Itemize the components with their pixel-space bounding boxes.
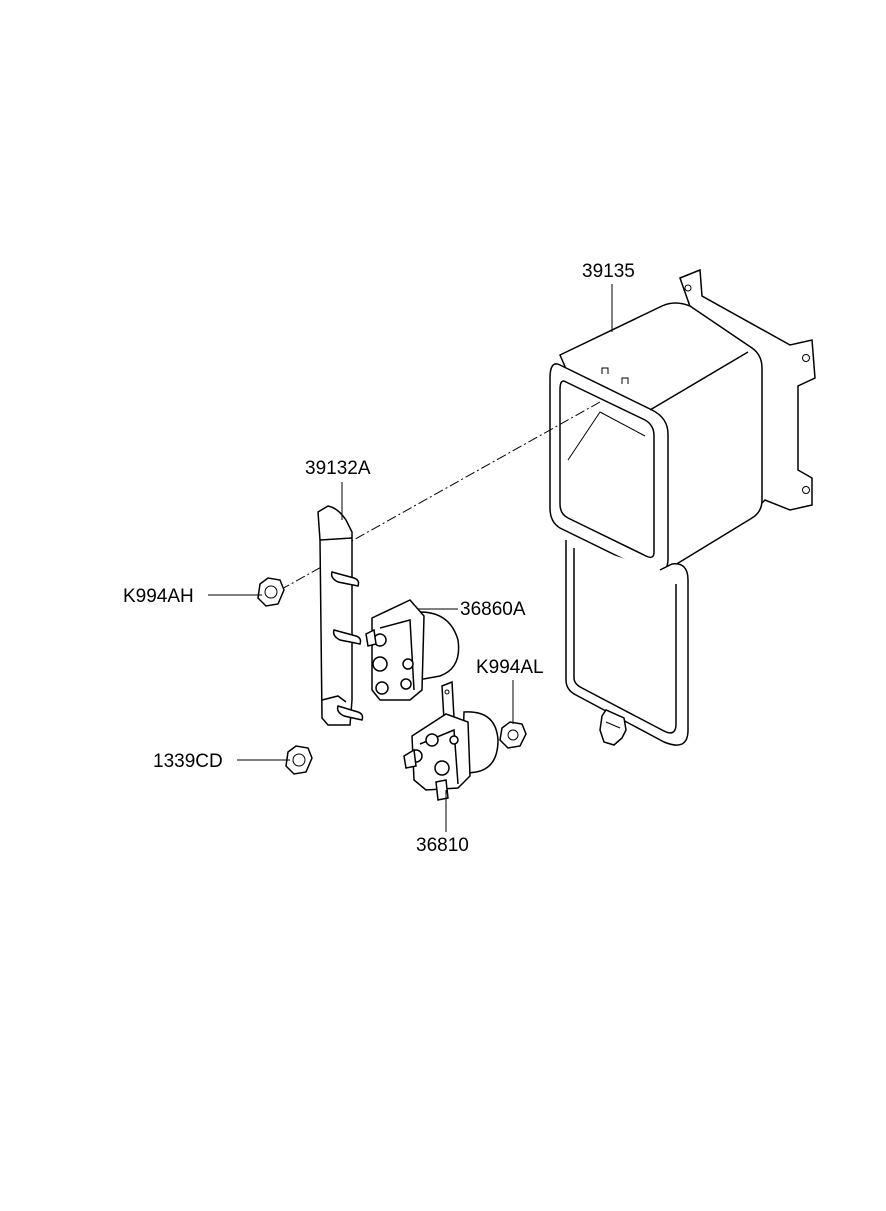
relay-box-lower-tray[interactable] [565,540,689,746]
label-36810: 36810 [416,835,469,856]
relay-box-cover[interactable] [549,268,816,575]
label-1339cd: 1339CD [153,751,223,772]
label-39132a: 39132A [305,458,371,479]
label-k994al: K994AL [476,657,544,678]
label-k994ah: K994AH [123,586,194,607]
nut-k994al[interactable] [499,721,527,749]
relay-36810[interactable] [403,680,499,801]
nut-1339cd[interactable] [285,745,313,775]
relay-36860a[interactable] [365,599,460,701]
label-36860a: 36860A [460,599,526,620]
assembly-line [349,401,601,543]
nut-k994ah[interactable] [257,577,285,607]
label-39135: 39135 [582,261,635,282]
bracket[interactable] [317,505,364,726]
